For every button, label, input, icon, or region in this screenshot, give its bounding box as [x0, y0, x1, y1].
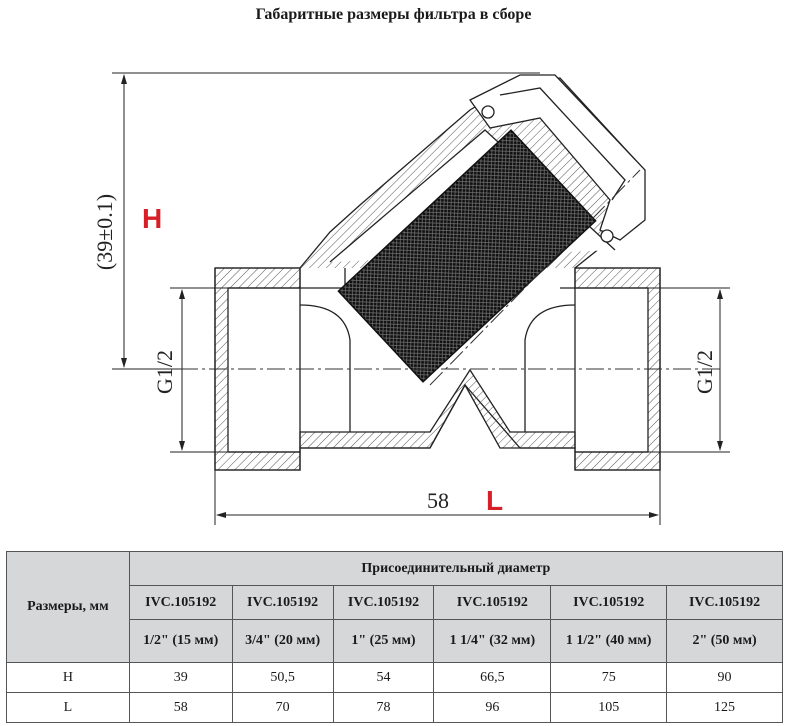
value-cell: 105	[550, 692, 668, 723]
height-letter: H	[142, 203, 162, 234]
model-cell: IVC.105192	[666, 585, 783, 620]
group-header: Присоединительный диаметр	[128, 551, 784, 586]
value-cell: 90	[666, 662, 783, 693]
model-cell: IVC.105192	[332, 585, 435, 620]
value-cell: 50,5	[231, 662, 334, 693]
value-cell: 96	[433, 692, 552, 723]
height-dimension-label: (39±0.1)	[92, 194, 117, 270]
row-label: H	[6, 662, 130, 693]
page-title: Габаритные размеры фильтра в сборе	[255, 6, 532, 23]
model-cell: IVC.105192	[231, 585, 334, 620]
model-cell: IVC.105192	[128, 585, 233, 620]
row-label: L	[6, 692, 130, 723]
dimension-l	[214, 470, 661, 525]
filter-drawing: (39±0.1) H G1/2 G1/2 58 L	[92, 72, 730, 525]
thread-right-label: G1/2	[692, 350, 717, 394]
dimensions-table: Размеры, мм Присоединительный диаметр IV…	[6, 551, 784, 723]
diameter-cell: 2" (50 мм)	[666, 619, 783, 663]
center-lines	[180, 169, 720, 386]
length-letter: L	[486, 485, 503, 516]
diameter-cell: 3/4" (20 мм)	[231, 619, 334, 663]
length-dimension-label: 58	[427, 488, 449, 513]
diameter-cell: 1/2" (15 мм)	[128, 619, 233, 663]
dimension-thread-right	[648, 287, 730, 453]
thread-left-label: G1/2	[152, 350, 177, 394]
filter-screen	[337, 129, 597, 383]
value-cell: 78	[332, 692, 435, 723]
value-cell: 39	[128, 662, 233, 693]
table-row: L 58 70 78 96 105 125	[6, 692, 783, 723]
model-cell: IVC.105192	[433, 585, 552, 620]
value-cell: 54	[332, 662, 435, 693]
dimension-h	[112, 72, 540, 370]
diameter-cell: 1 1/4" (32 мм)	[433, 619, 552, 663]
value-cell: 75	[550, 662, 668, 693]
diameter-cell: 1 1/2" (40 мм)	[550, 619, 668, 663]
value-cell: 70	[231, 692, 334, 723]
diameter-cell: 1" (25 мм)	[332, 619, 435, 663]
value-cell: 58	[128, 692, 233, 723]
dimension-thread-left	[170, 287, 228, 453]
row-header: Размеры, мм	[6, 551, 130, 663]
table-row: H 39 50,5 54 66,5 75 90	[6, 662, 783, 693]
value-cell: 125	[666, 692, 783, 723]
value-cell: 66,5	[433, 662, 552, 693]
model-cell: IVC.105192	[550, 585, 668, 620]
